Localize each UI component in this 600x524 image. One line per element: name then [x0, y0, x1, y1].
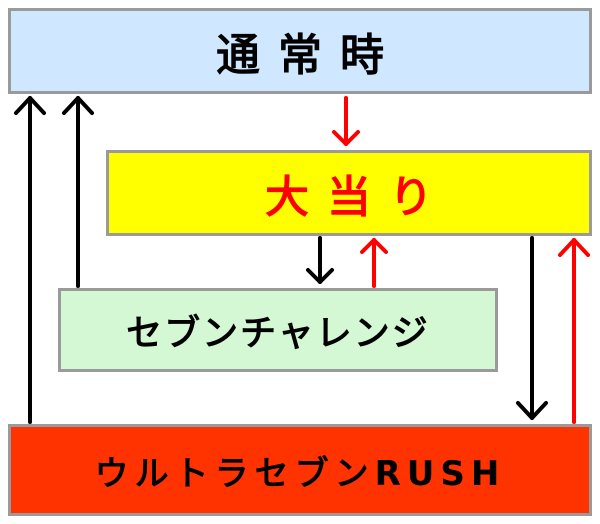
arrow-ultra-rush-to-normal — [14, 96, 46, 424]
arrow-seven-challenge-to-big-win — [360, 238, 388, 288]
state-normal-label: 通常時 — [216, 30, 402, 81]
state-ultra-rush-box: ウルトラセブンRUSH — [8, 424, 592, 516]
state-ultra-rush-label: ウルトラセブンRUSH — [94, 453, 506, 494]
state-seven-challenge-label: セブンチャレンジ — [126, 313, 430, 354]
arrow-big-win-to-ultra-rush — [516, 236, 548, 420]
state-big-win-box: 大当り — [106, 150, 592, 236]
arrow-ultra-rush-to-big-win — [558, 238, 590, 424]
state-normal-box: 通常時 — [8, 8, 592, 94]
state-big-win-label: 大当り — [265, 172, 451, 223]
state-seven-challenge-box: セブンチャレンジ — [58, 288, 498, 372]
arrow-normal-to-big-win — [332, 96, 360, 146]
arrow-big-win-to-seven-challenge — [306, 236, 334, 284]
arrow-seven-challenge-to-normal — [62, 96, 94, 288]
